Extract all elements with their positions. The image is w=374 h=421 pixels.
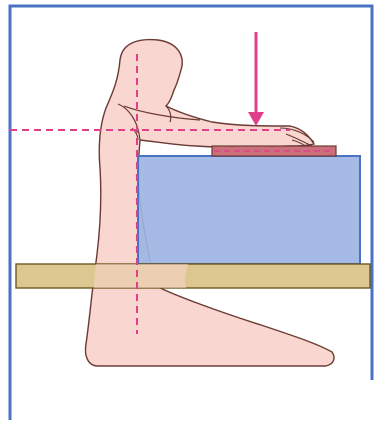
support-block: [138, 156, 360, 264]
down-arrow-icon: [248, 32, 264, 126]
lower-body-overlap: [94, 264, 188, 288]
arrow-head: [248, 112, 264, 126]
seat-board: [16, 264, 370, 288]
